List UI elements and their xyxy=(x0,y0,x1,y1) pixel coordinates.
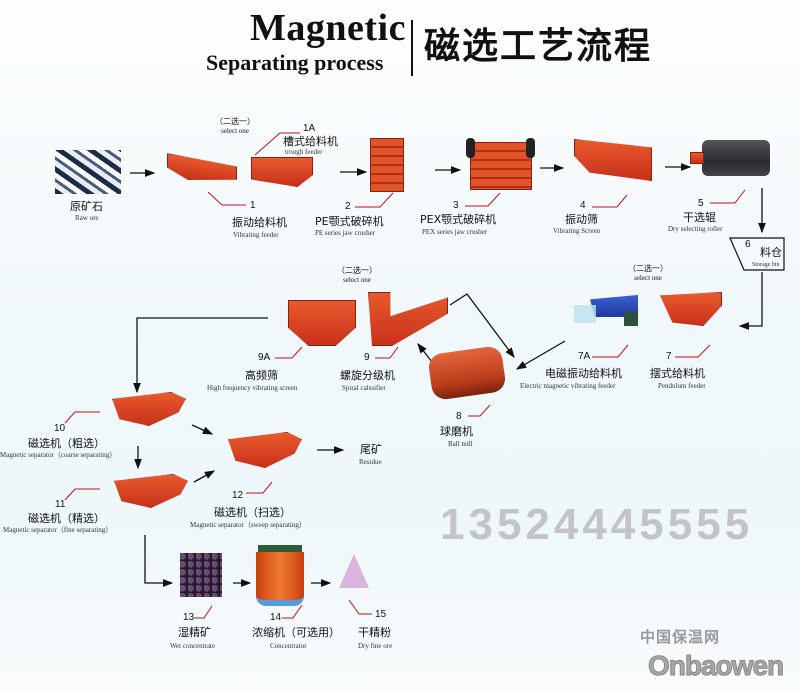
node-4-en: Vibrating Screen xyxy=(553,227,601,235)
select-one-note-1: （二选一）select one xyxy=(215,117,255,135)
node-6-zh: 料仓 xyxy=(760,246,782,259)
dry-fine-ore-pile xyxy=(339,554,369,588)
concentrator-machine xyxy=(256,552,304,606)
node-11-number: 11 xyxy=(55,499,66,510)
node-5-en: Dry selecting roller xyxy=(668,225,723,233)
arrow-mill-to-classifier xyxy=(417,342,433,363)
node-14-zh: 浓缩机（可选用） xyxy=(252,626,340,639)
raw-ore-image xyxy=(55,150,121,194)
node-15-en: Dry fine ore xyxy=(358,642,393,650)
node-9-number: 9 xyxy=(364,352,370,363)
residue-en: Residue xyxy=(359,458,382,466)
node-3-zh: PEX颚式破碎机 xyxy=(420,213,497,226)
node-9-en: Spiral calssifier xyxy=(342,384,386,392)
node-4-zh: 振动筛 xyxy=(565,213,598,226)
node-12-en: Magnetic separator（sweep separating） xyxy=(190,521,306,529)
pex-jaw-crusher-machine xyxy=(470,142,532,190)
pex-flywheel-right xyxy=(526,138,535,158)
node-3-en: PEX series jaw crusher xyxy=(422,228,488,236)
dry-selecting-roller-machine xyxy=(702,140,770,176)
node-9-zh: 螺旋分级机 xyxy=(340,369,395,382)
node-13-number: 13 xyxy=(183,612,195,623)
title-en-line2: Separating process xyxy=(206,50,384,75)
node-13-en: Wet concentrate xyxy=(170,642,216,650)
node-8-en: Ball mill xyxy=(448,440,473,448)
node-8-zh: 球磨机 xyxy=(440,425,473,438)
concentrator-top-bridge xyxy=(258,545,302,552)
node-11-zh: 磁选机（精选） xyxy=(28,512,105,525)
wet-concentrate-image xyxy=(180,553,222,597)
node-7a-en: Electric magnetic vibrating feeder xyxy=(520,382,616,390)
node-15-zh: 干精粉 xyxy=(358,626,391,639)
arrow-bin-to-feeder xyxy=(738,272,763,330)
node-5-zh: 干选辊 xyxy=(683,211,716,224)
node-9a-number: 9A xyxy=(258,352,271,363)
node-7a-number: 7A xyxy=(578,351,591,362)
node-12-zh: 磁选机（扫选） xyxy=(214,506,291,519)
feeder-chute xyxy=(574,305,596,323)
electric-magnetic-feeder-machine xyxy=(590,295,638,317)
arrow-screen-to-separator10 xyxy=(133,317,268,394)
select-one-note-3: （二选一）select one xyxy=(337,266,377,284)
node-1-number: 1 xyxy=(250,200,256,211)
node-7-zh: 摆式给料机 xyxy=(650,367,705,380)
leader-lines xyxy=(64,132,746,619)
node-2-zh: PE颚式破碎机 xyxy=(315,215,384,228)
node-7-en: Pendulum feeder xyxy=(658,382,706,390)
node-1a-zh: 槽式给料机 xyxy=(283,135,338,148)
feeder-control-box xyxy=(624,312,638,326)
node-6-en: Storage bin xyxy=(752,262,780,268)
node-6-number: 6 xyxy=(745,239,751,250)
arrow-11-to-12 xyxy=(193,470,216,483)
raw-ore-label-en: Raw ore xyxy=(75,214,99,222)
title-zh: 磁选工艺流程 xyxy=(424,26,653,67)
storage-bin-shape xyxy=(729,237,785,271)
node-7a-zh: 电磁振动给料机 xyxy=(545,367,622,380)
node-10-zh: 磁选机（粗选） xyxy=(28,437,105,450)
node-2-en: PE series jaw crusher xyxy=(315,229,376,237)
node-2-number: 2 xyxy=(345,201,351,212)
node-5-number: 5 xyxy=(698,198,704,209)
logo-zh: 中国保温网 xyxy=(640,628,721,646)
node-9a-zh: 高频筛 xyxy=(245,369,278,382)
node-7-number: 7 xyxy=(666,351,672,362)
node-1a-number: 1A xyxy=(303,123,316,134)
node-9a-en: High frequency vibrating screen xyxy=(207,384,298,392)
node-11-en: Magnetic separator（fine separating） xyxy=(3,526,113,534)
node-13-zh: 湿精矿 xyxy=(178,626,211,639)
title-divider xyxy=(411,20,413,76)
arrow-10-to-12 xyxy=(191,424,214,435)
watermark-phone: 13524445555 xyxy=(440,500,754,549)
roller-motor xyxy=(690,152,704,164)
node-12-number: 12 xyxy=(232,490,244,501)
node-14-number: 14 xyxy=(270,612,282,623)
node-1-zh: 振动给料机 xyxy=(232,216,287,229)
node-3-number: 3 xyxy=(453,200,459,211)
arrow-feeder-to-mill xyxy=(515,340,566,370)
node-14-en: Concentrator xyxy=(270,642,307,650)
node-4-number: 4 xyxy=(580,200,586,211)
title-en-line1: Magnetic xyxy=(250,7,406,49)
pex-flywheel-left xyxy=(466,138,475,158)
select-one-note-2: （二选一）select one xyxy=(628,264,668,282)
node-10-number: 10 xyxy=(54,423,66,434)
arrow-classifier-to-mill xyxy=(449,293,515,359)
pe-jaw-crusher-machine xyxy=(370,138,404,192)
logo-en: Onbaowen xyxy=(647,650,784,682)
arrow-to-wet-concentrate xyxy=(144,535,174,587)
node-15-number: 15 xyxy=(375,609,387,620)
node-1-en: Vibrating feeder xyxy=(233,231,279,239)
node-8-number: 8 xyxy=(456,411,462,422)
node-1a-en: trough feeder xyxy=(285,148,323,156)
node-10-en: Magnetic separator（coarse separating） xyxy=(0,451,117,459)
raw-ore-label-zh: 原矿石 xyxy=(70,200,103,213)
residue-zh: 尾矿 xyxy=(360,443,382,456)
